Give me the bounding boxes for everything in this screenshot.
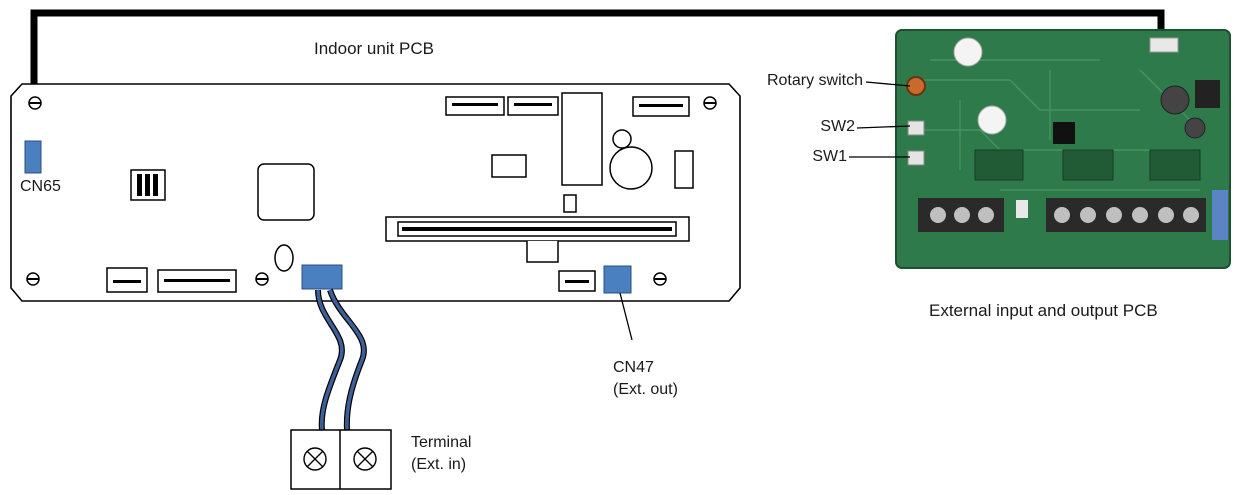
terminal-label: Terminal (411, 432, 471, 454)
sw1-switch (908, 151, 924, 165)
capacitor-small (613, 130, 631, 148)
terminal-block (291, 430, 391, 489)
ext-pcb-caption: External input and output PCB (929, 300, 1158, 322)
sw2-switch (908, 121, 924, 135)
cn65-label: CN65 (20, 176, 61, 198)
ext-pcb-board (896, 30, 1230, 268)
indoor-unit-pcb (11, 84, 740, 301)
cn47-connector (604, 266, 631, 293)
sw1-label: SW1 (812, 146, 847, 168)
cn65-connector (25, 141, 41, 173)
component-rect-tiny (564, 195, 576, 212)
component-rect-small (492, 155, 526, 177)
cn47-sublabel: (Ext. out) (613, 379, 678, 401)
capacitor-large (610, 147, 652, 189)
terminal-input-connector (302, 265, 342, 289)
indoor-pcb-title: Indoor unit PCB (314, 38, 434, 60)
ext-pcb-terminal-left (918, 198, 1004, 232)
ext-pcb-terminal-right (1046, 198, 1206, 232)
ic-chip (258, 164, 314, 220)
component-rect-tall (675, 151, 693, 188)
sw2-label: SW2 (820, 116, 855, 138)
external-io-pcb (896, 30, 1230, 268)
oval-component (275, 245, 293, 271)
terminal-sublabel: (Ext. in) (411, 454, 466, 476)
ext-pcb-ic (1053, 122, 1075, 144)
cn47-label: CN47 (613, 357, 654, 379)
relay-component (562, 93, 602, 185)
rotary-switch-label: Rotary switch (767, 70, 863, 92)
